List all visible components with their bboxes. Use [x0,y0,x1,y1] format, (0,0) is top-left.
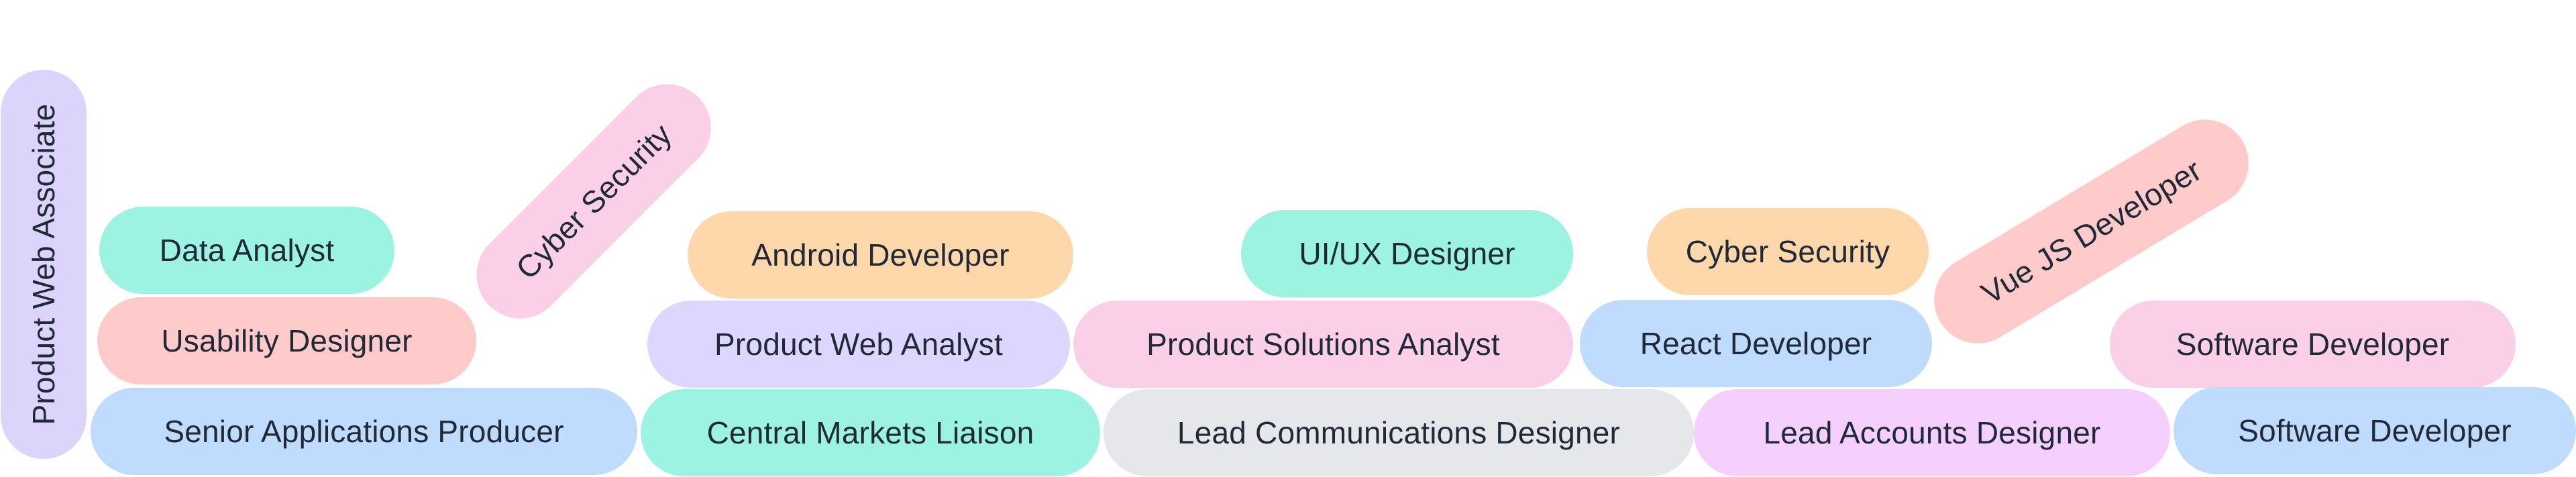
tag-central-markets-liaison[interactable]: Central Markets Liaison [641,389,1100,476]
tag-software-developer[interactable]: Software Developer [2110,301,2516,388]
tag-product-solutions-analyst[interactable]: Product Solutions Analyst [1073,301,1573,388]
tag-product-web-associate[interactable]: Product Web Associate [1,70,87,459]
tag-data-analyst[interactable]: Data Analyst [99,207,394,294]
tag-cyber-security[interactable]: Cyber Security [458,66,729,337]
tag-senior-applications-producer[interactable]: Senior Applications Producer [91,388,637,475]
tag-react-developer[interactable]: React Developer [1580,300,1932,387]
tag-android-developer[interactable]: Android Developer [688,211,1073,299]
tag-product-web-analyst[interactable]: Product Web Analyst [647,301,1070,388]
tag-usability-designer[interactable]: Usability Designer [97,297,476,384]
tag-lead-accounts-designer[interactable]: Lead Accounts Designer [1694,389,2170,476]
tag-cyber-security[interactable]: Cyber Security [1647,208,1929,295]
tag-lead-communications-designer[interactable]: Lead Communications Designer [1104,389,1694,476]
tag-uiux-designer[interactable]: UI/UX Designer [1241,210,1573,297]
tag-software-developer[interactable]: Software Developer [2174,387,2576,474]
